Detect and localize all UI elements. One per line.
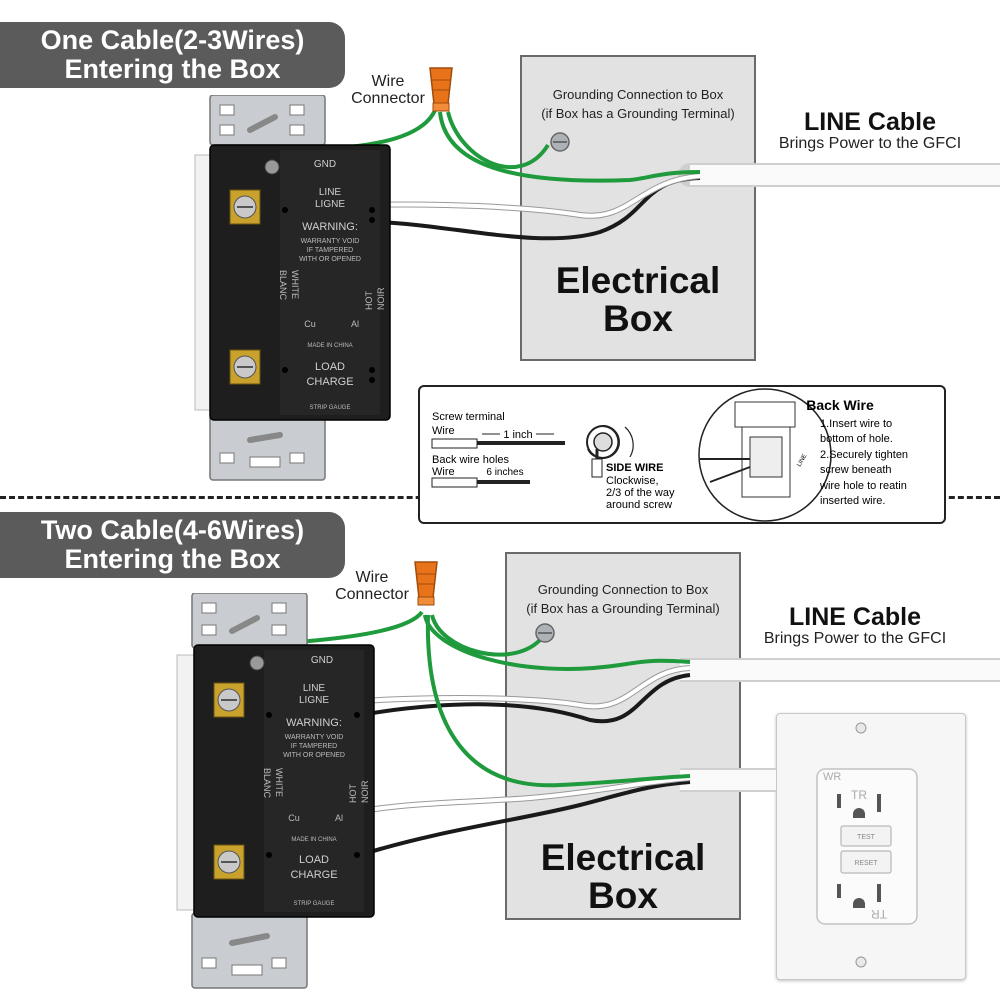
label-gnd-2: GND xyxy=(311,655,333,666)
label-warranty-2b: IF TAMPERED xyxy=(291,743,337,750)
label-white-1: WHITE xyxy=(290,270,300,299)
label-white-2: WHITE xyxy=(274,768,284,797)
load-hot-wire-2 xyxy=(359,780,691,857)
line-hot-wire-2 xyxy=(359,673,691,724)
label-gnd-1: GND xyxy=(314,159,336,170)
ground-wire-1b xyxy=(446,111,550,170)
label-charge-1: CHARGE xyxy=(306,376,353,388)
wiring-methods-illustrations: Screw terminal Wire 1 inch Back wire hol… xyxy=(431,388,908,522)
screw-terminal-label: Screw terminal xyxy=(432,411,505,423)
label-strip-gauge-2: STRIP GAUGE xyxy=(294,901,335,907)
back-wire-line-3: 2.Securely tighten xyxy=(820,449,908,461)
side-wire-title: SIDE WIRE xyxy=(606,462,663,474)
label-ligne-1: LIGNE xyxy=(315,199,345,210)
label-made-in-1: MADE IN CHINA xyxy=(307,343,352,349)
gfci-back-1: GND LINE LIGNE WARNING: WARRANTY VOID IF… xyxy=(194,95,391,481)
wire-connector-label-1: Wire Connector xyxy=(351,73,425,107)
electrical-box-2-title: Electrical Box xyxy=(540,837,706,916)
label-warranty-1a: WARRANTY VOID xyxy=(301,238,360,245)
back-wire-title: Back Wire xyxy=(806,397,874,413)
illus-line-label: LINE xyxy=(797,453,809,468)
label-line-2: LINE xyxy=(303,683,326,694)
label-hot-2: HOT xyxy=(348,784,358,804)
gfci-reset-label: RESET xyxy=(854,860,878,867)
wiring-methods-panel: Screw terminal Wire 1 inch Back wire hol… xyxy=(418,385,946,524)
section2-title: Two Cable(4-6Wires) Entering the Box xyxy=(0,512,345,578)
label-made-in-2: MADE IN CHINA xyxy=(291,837,336,843)
electrical-box-1: Grounding Connection to Box (if Box has … xyxy=(520,55,756,361)
label-load-1: LOAD xyxy=(315,361,345,373)
label-warning-2: WARNING: xyxy=(286,717,342,729)
electrical-box-2: Grounding Connection to Box (if Box has … xyxy=(505,552,741,920)
wiring-2 xyxy=(264,561,1000,857)
wiring-1 xyxy=(269,67,1000,241)
back-wire-line-5: wire hole to reatin xyxy=(819,480,907,492)
wire2-label: Wire xyxy=(432,466,455,478)
ground-wire-2d xyxy=(425,614,691,788)
label-line-1: LINE xyxy=(319,187,342,198)
back-wire-line-6: inserted wire. xyxy=(820,495,885,507)
gfci-outlet-face: WR TR TEST RESET TR xyxy=(816,722,918,968)
back-wire-line-4: screw beneath xyxy=(820,464,892,476)
back-wire-line-1: 1.Insert wire to xyxy=(820,418,892,430)
wire-connector-icon-1 xyxy=(429,67,453,112)
gfci-wr-label: WR xyxy=(823,771,841,783)
gfci-back-2: GND LINE LIGNE WARNING: WARRANTY VOID IF… xyxy=(176,593,375,989)
line-cable-label-1: LINE Cable Brings Power to the GFCI xyxy=(778,108,962,153)
label-cu-1: Cu xyxy=(304,319,316,329)
electrical-box-1-title: Electrical Box xyxy=(555,260,721,339)
label-blanc-2: BLANC xyxy=(262,768,272,799)
line-cable-label-2: LINE Cable Brings Power to the GFCI xyxy=(763,603,947,648)
wire-connector-label-2: Wire Connector xyxy=(335,569,409,603)
side-wire-line-1: Clockwise, xyxy=(606,475,659,487)
back-wire-holes-label: Back wire holes xyxy=(432,454,510,466)
label-warning-1: WARNING: xyxy=(302,221,358,233)
gfci-test-label: TEST xyxy=(857,834,876,841)
label-hot-1: HOT xyxy=(364,291,374,311)
six-inches-label: 6 inches xyxy=(486,467,523,478)
back-wire-line-2: bottom of hole. xyxy=(820,433,893,445)
side-wire-line-2: 2/3 of the way xyxy=(606,487,675,499)
section1-title: One Cable(2-3Wires) Entering the Box xyxy=(0,22,345,88)
grounding-note-1: Grounding Connection to Box (if Box has … xyxy=(541,87,735,121)
label-strip-gauge-1: STRIP GAUGE xyxy=(310,405,351,411)
side-wire-line-3: around screw xyxy=(606,499,672,511)
label-al-2: Al xyxy=(335,813,343,823)
grounding-note-2: Grounding Connection to Box (if Box has … xyxy=(526,582,720,616)
label-noir-1: NOIR xyxy=(376,287,386,310)
label-cu-2: Cu xyxy=(288,813,300,823)
label-charge-2: CHARGE xyxy=(290,869,337,881)
label-ligne-2: LIGNE xyxy=(299,695,329,706)
label-load-2: LOAD xyxy=(299,854,329,866)
label-warranty-2c: WITH OR OPENED xyxy=(283,752,345,759)
ground-wire-2a xyxy=(423,614,691,671)
label-warranty-1b: IF TAMPERED xyxy=(307,247,353,254)
gfci-tr-top-label: TR xyxy=(851,788,867,802)
wire-connector-icon-2 xyxy=(414,561,438,606)
label-noir-2: NOIR xyxy=(360,780,370,803)
label-warranty-1c: WITH OR OPENED xyxy=(299,256,361,263)
label-al-1: Al xyxy=(351,319,359,329)
gfci-tr-bottom-label: TR xyxy=(871,907,887,921)
ground-wire-2b xyxy=(430,614,542,657)
gfci-outlet-front: WR TR TEST RESET TR xyxy=(776,713,966,980)
wire1-label: Wire xyxy=(432,425,455,437)
one-inch-label: 1 inch xyxy=(503,429,532,441)
label-warranty-2a: WARRANTY VOID xyxy=(285,734,344,741)
label-blanc-1: BLANC xyxy=(278,270,288,301)
ground-wire-1a xyxy=(438,111,701,183)
